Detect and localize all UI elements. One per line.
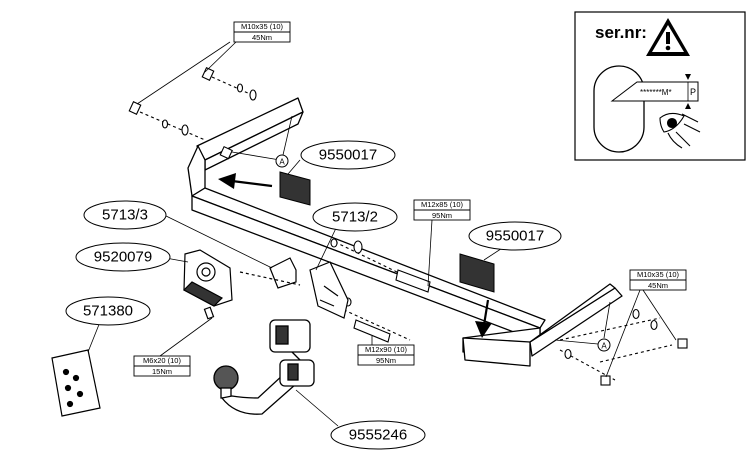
callout-a-top-letter: A [279,158,285,167]
bolt-set-top-left [128,67,257,160]
spec-boxes [133,21,687,377]
eye-icon [659,112,701,149]
bubble-9555246 [330,420,426,450]
side-bracket-left [239,257,301,289]
ball-neck [213,319,315,415]
warning-icon [646,18,690,56]
bubble-571380 [65,296,151,326]
part-bubbles [65,140,562,450]
callout-a-right-letter: A [601,342,607,351]
drilling-template-top [279,171,311,206]
nameplate-letter: P [690,87,696,97]
bubble-5713-3 [83,200,167,230]
wiring-kit [51,349,101,417]
bolt-set-right [559,308,688,386]
nameplate-text: *******M* [640,88,672,97]
arrow-left-icon [218,173,273,189]
callout-a-right: A [554,301,611,352]
side-bracket-right [309,261,349,319]
drilling-template-right [459,253,495,293]
nameplate-callout: *******M* P [610,74,699,109]
serial-label: ser.nr: [595,23,647,42]
arrow-down-icon [475,299,492,338]
bubble-5713-2 [312,202,398,232]
bubble-9550017-right [468,221,562,251]
bubble-9520079 [75,242,171,272]
serial-number-box: ser.nr: *******M* P [574,11,746,161]
nameplate-outline [593,65,645,153]
callout-a-top: A [231,115,293,168]
socket-plate [183,249,233,320]
bolt-set-center [321,238,431,343]
bubble-9550017-top [300,140,396,170]
